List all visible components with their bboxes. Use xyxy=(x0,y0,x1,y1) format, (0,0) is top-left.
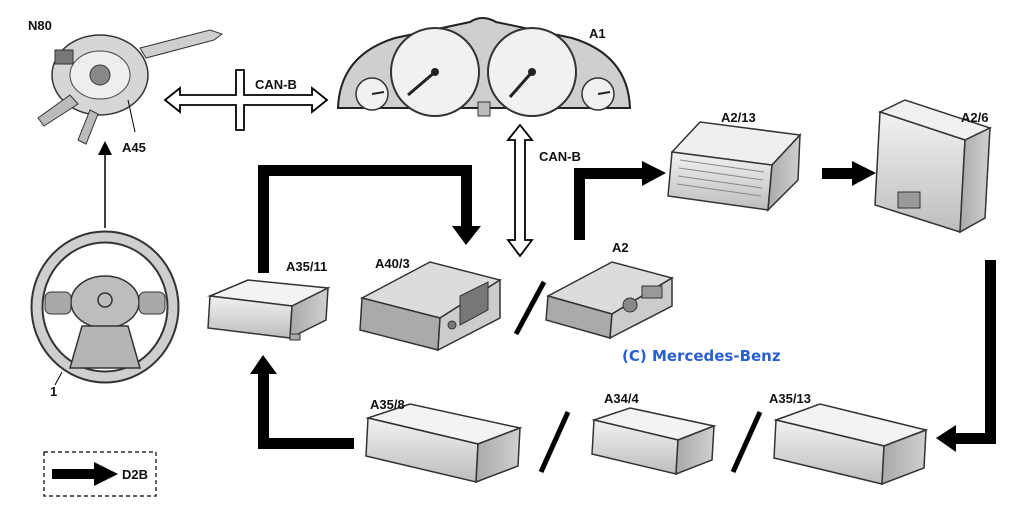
radio-a2 xyxy=(545,261,674,340)
label-a35-11: A35/11 xyxy=(286,259,327,274)
head-unit-a40-3 xyxy=(359,261,502,352)
module-a35-11 xyxy=(207,279,331,341)
module-a2-6 xyxy=(874,99,993,234)
instrument-cluster-a1 xyxy=(336,17,632,117)
label-can-b-vertical: CAN-B xyxy=(539,149,581,164)
arrow-steering-to-n80-head xyxy=(98,141,112,155)
alternative-slash-a35-8-a34-4 xyxy=(538,410,571,474)
alternative-slash-a34-4-a35-13 xyxy=(730,410,763,474)
steering-wheel-leader-line xyxy=(54,371,63,386)
label-a2-13: A2/13 xyxy=(721,110,756,125)
steering-column-module-n80 xyxy=(37,29,224,145)
module-a35-13 xyxy=(773,403,929,486)
steering-wheel-1 xyxy=(30,230,180,384)
legend-box xyxy=(43,451,157,497)
label-a35-13: A35/13 xyxy=(769,391,811,406)
d2b-ring xyxy=(250,161,996,452)
can-b-bus-horizontal xyxy=(163,69,329,131)
module-a34-4 xyxy=(591,407,717,476)
copyright-notice: (C) Mercedes-Benz xyxy=(622,347,781,365)
amplifier-a2-13 xyxy=(667,121,802,212)
label-a45: A45 xyxy=(122,140,146,155)
label-a35-8: A35/8 xyxy=(370,397,405,412)
label-a2-6: A2/6 xyxy=(961,110,988,125)
label-a40-3: A40/3 xyxy=(375,256,410,271)
can-b-bus-vertical xyxy=(506,123,534,258)
alternative-slash-a40-a2 xyxy=(513,280,547,336)
label-a2: A2 xyxy=(612,240,629,255)
label-can-b-top: CAN-B xyxy=(255,77,297,92)
a45-leader-line xyxy=(127,99,136,133)
label-a1: A1 xyxy=(589,26,606,41)
label-n80: N80 xyxy=(28,18,52,33)
label-a34-4: A34/4 xyxy=(604,391,639,406)
module-a35-8 xyxy=(365,403,523,484)
label-steering-wheel: 1 xyxy=(50,384,57,399)
legend-label: D2B xyxy=(122,467,148,482)
